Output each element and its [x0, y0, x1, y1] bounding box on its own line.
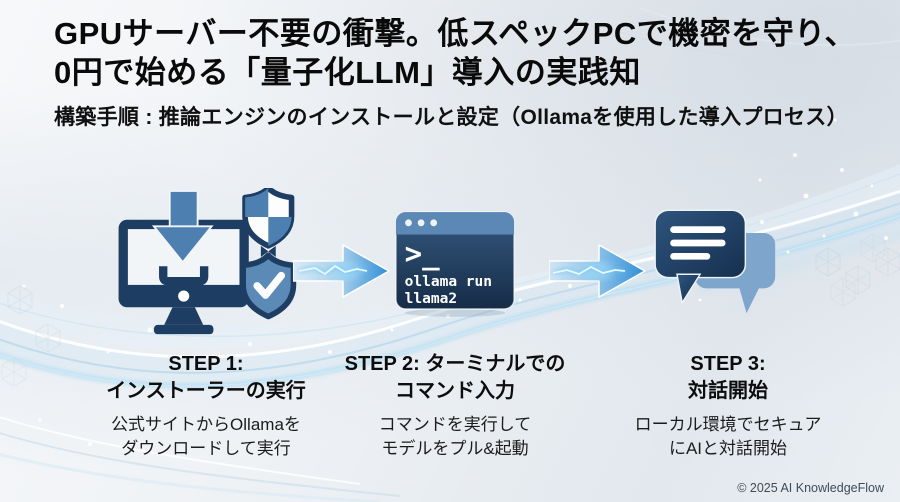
step-1-description: 公式サイトからOllamaを ダウンロードして実行 [111, 415, 301, 458]
step-2-description: コマンドを実行して モデルをプル&起動 [378, 415, 532, 458]
page-subtitle: 構築手順 : 推論エンジンのインストールと設定（Ollamaを使用した導入プロセ… [54, 106, 848, 130]
step-2-label: STEP 2: ターミナルでの [344, 353, 566, 375]
chat-icon-graphic [654, 209, 776, 313]
step-3-subtitle: 対話開始 [688, 379, 768, 402]
terminal-icon-graphic: >_ ollama run llama2 [395, 210, 515, 317]
step-2-subtitle: コマンド入力 [395, 379, 515, 402]
step-3-description: ローカル環境でセキュア にAIと対話開始 [634, 415, 822, 458]
terminal-command-line-1: ollama run [405, 273, 492, 289]
step-3: STEP 3: 対話開始 ローカル環境でセキュア にAIと対話開始 [603, 178, 853, 461]
installer-icon-graphic [118, 187, 297, 334]
step-3-title: STEP 3: 対話開始 [688, 351, 768, 404]
step-2: >_ ollama run llama2 STEP 2: ターミナルでの コマン… [335, 178, 575, 461]
sparkle-dots [22, 118, 888, 446]
step-1: STEP 1: インストーラーの実行 公式サイトからOllamaを ダウンロード… [70, 178, 342, 461]
page-title: GPUサーバー不要の衝撃。低スペックPCで機密を守り、 0円で始める「量子化LL… [54, 14, 874, 92]
terminal-prompt: >_ [405, 236, 440, 270]
chat-text-lines [670, 225, 726, 260]
shield-connector [260, 245, 276, 257]
step-1-title: STEP 1: インストーラーの実行 [106, 351, 306, 404]
monitor-download-shields-icon [113, 178, 299, 348]
step-1-subtitle: インストーラーの実行 [106, 379, 306, 402]
arrow-icon-1 [293, 244, 390, 298]
arrow-icon-2 [549, 244, 646, 298]
step-3-label: STEP 3: [690, 353, 766, 375]
step-1-label: STEP 1: [168, 353, 244, 375]
title-line-1: GPUサーバー不要の衝撃。低スペックPCで機密を守り、 [54, 16, 857, 51]
terminal-command-line-2: llama2 [405, 291, 457, 307]
shield-check-icon [240, 251, 297, 319]
download-arrow-icon [151, 189, 214, 264]
copyright-text: © 2025 AI KnowledgeFlow [737, 481, 884, 495]
shield-checkered-icon [242, 187, 295, 249]
download-tray [159, 265, 209, 285]
step-2-title: STEP 2: ターミナルでの コマンド入力 [345, 351, 566, 404]
checkmark-icon [253, 271, 286, 299]
chat-bubbles-icon [653, 178, 779, 348]
title-line-2: 0円で始める「量子化LLM」導入の実践知 [54, 55, 641, 91]
header: GPUサーバー不要の衝撃。低スペックPCで機密を守り、 0円で始める「量子化LL… [54, 14, 874, 131]
terminal-window-icon: >_ ollama run llama2 [393, 178, 517, 348]
terminal-title-bar [395, 211, 515, 234]
terminal-dots-icon [405, 218, 438, 226]
